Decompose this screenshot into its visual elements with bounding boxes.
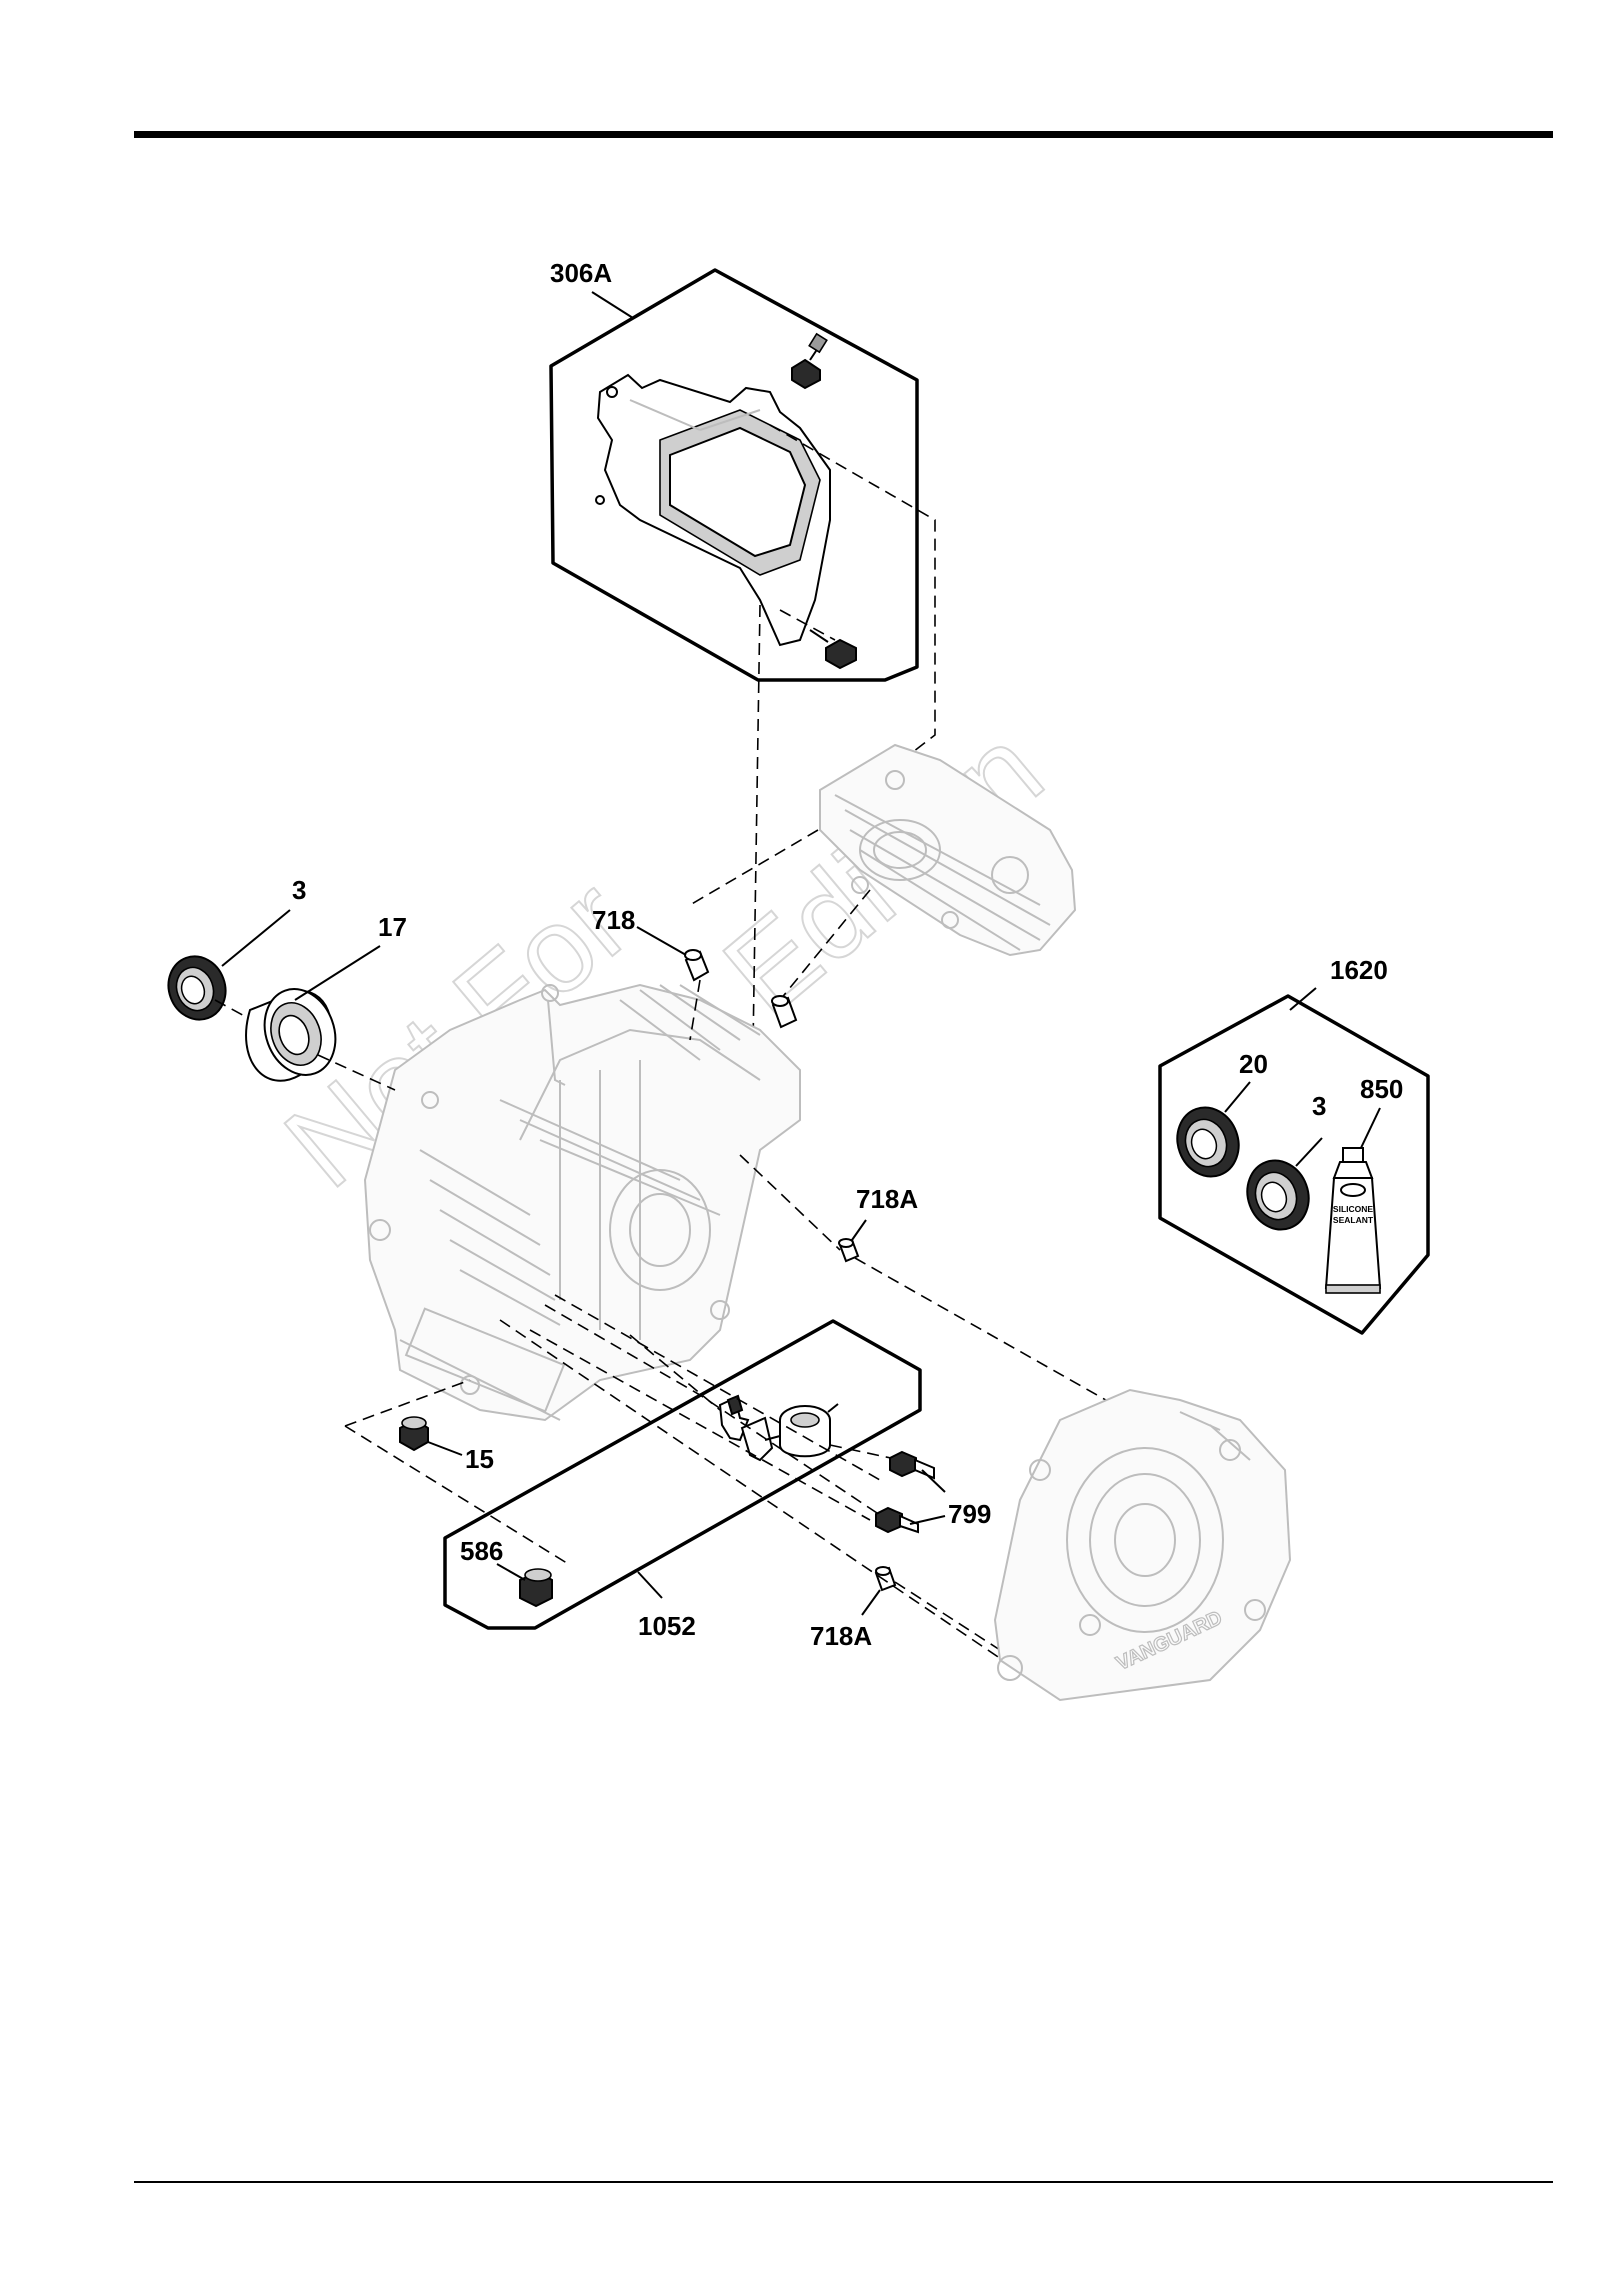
oil-seal-left xyxy=(160,948,235,1027)
callout-850: 850 xyxy=(1360,1074,1403,1104)
sealant-label-line2: SEALANT xyxy=(1333,1215,1374,1225)
baffle-screw-bottom xyxy=(810,630,856,668)
footer-rule xyxy=(134,2181,1553,2183)
oil-seal-kit-20 xyxy=(1168,1099,1248,1185)
callout-586: 586 xyxy=(460,1536,503,1566)
baffle-screw-top xyxy=(792,334,827,388)
crankcase-cover: VANGUARD xyxy=(995,1390,1290,1700)
callout-1620: 1620 xyxy=(1330,955,1388,985)
callout-718: 718 xyxy=(592,905,635,935)
air-baffle xyxy=(596,375,830,645)
crankcase xyxy=(365,985,800,1420)
callout-3-left: 3 xyxy=(292,875,306,905)
bolt-799-lower xyxy=(876,1508,918,1532)
oil-seal-kit-3 xyxy=(1238,1152,1318,1238)
callout-17: 17 xyxy=(378,912,407,942)
drain-plug-15 xyxy=(400,1417,428,1450)
sealant-label-line1: SILICONE xyxy=(1333,1204,1373,1214)
callout-1052: 1052 xyxy=(638,1611,696,1641)
callout-718A-upper: 718A xyxy=(856,1184,918,1214)
callout-799: 799 xyxy=(948,1499,991,1529)
callout-3-kit: 3 xyxy=(1312,1091,1326,1121)
callout-20: 20 xyxy=(1239,1049,1268,1079)
dowel-pin-718A-upper xyxy=(839,1239,858,1261)
governor-assembly xyxy=(720,1396,838,1460)
callout-718A-lower: 718A xyxy=(810,1621,872,1651)
header-rule xyxy=(134,131,1553,138)
callout-15: 15 xyxy=(465,1444,494,1474)
callout-306A: 306A xyxy=(550,258,612,288)
screw-586 xyxy=(520,1569,552,1606)
sealant-tube: SILICONE SEALANT xyxy=(1326,1148,1380,1293)
dowel-pin-718A-lower xyxy=(876,1567,895,1590)
